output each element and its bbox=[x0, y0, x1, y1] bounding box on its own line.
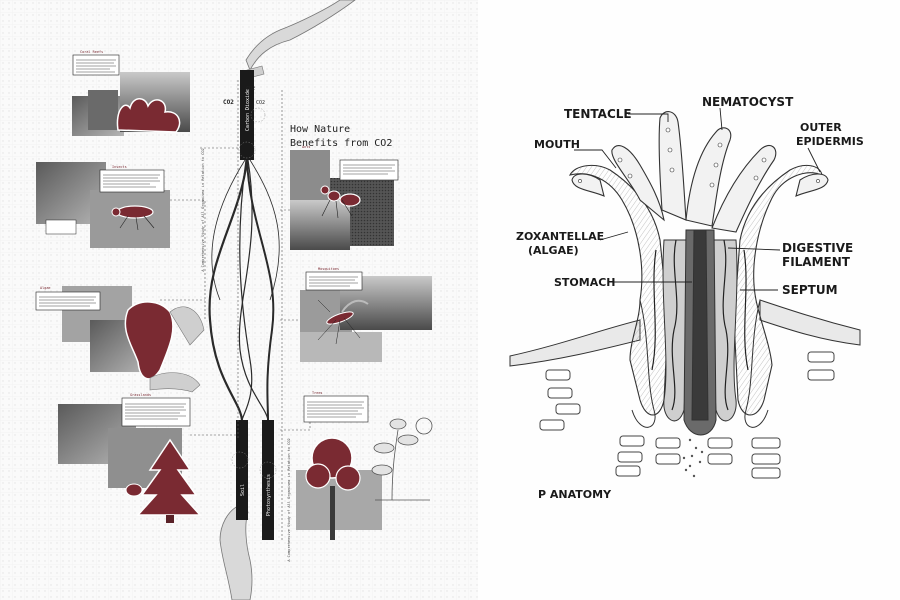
side-caption-top: A Comprehensive Study of All Organisms i… bbox=[201, 148, 205, 271]
nematocyst-dots bbox=[578, 127, 820, 188]
photosynthesis-bar bbox=[262, 420, 274, 540]
hand-with-algae bbox=[169, 306, 205, 346]
ant-legs bbox=[321, 199, 353, 219]
poster-title-line2: Benefits from CO2 bbox=[290, 138, 392, 149]
top-hand-illustration bbox=[245, 0, 356, 71]
mosquito-wing bbox=[341, 299, 369, 313]
shrub-cutout bbox=[125, 483, 143, 497]
tree-canopy-cutout bbox=[335, 465, 361, 491]
tentacle bbox=[658, 111, 687, 221]
panel-trees: Trees bbox=[296, 391, 433, 540]
tentacle bbox=[685, 127, 732, 227]
mosquito-legs bbox=[317, 299, 361, 345]
panel-insects: Insects bbox=[36, 162, 170, 248]
panel-tag: Algae bbox=[40, 286, 51, 290]
carbon-dioxide-bar bbox=[240, 70, 254, 160]
speech-bubble bbox=[35, 291, 101, 311]
panel-mosquitoes: Mosquitoes bbox=[300, 267, 432, 362]
sediment-dots bbox=[682, 438, 704, 478]
panel-tag: Trees bbox=[312, 391, 323, 395]
speech-bubble bbox=[339, 159, 399, 181]
sketch-labels: TENTACLE NEMATOCYST MOUTH OUTER EPIDERMI… bbox=[516, 95, 864, 501]
right-sketch: TENTACLE NEMATOCYST MOUTH OUTER EPIDERMI… bbox=[478, 0, 900, 600]
speech-bubble bbox=[305, 271, 363, 291]
body-wall-left bbox=[568, 164, 669, 416]
body-wall-right bbox=[733, 164, 823, 416]
mesenteries bbox=[631, 229, 769, 436]
insect-cutout bbox=[116, 205, 154, 219]
bubble-text-lines bbox=[343, 164, 395, 175]
panel-tag: Grasslands bbox=[130, 393, 151, 397]
bubble-text-lines bbox=[307, 401, 364, 418]
ant-head bbox=[320, 185, 330, 195]
zooxanthellae-label: (ALGAE) bbox=[528, 244, 579, 257]
flow-lines bbox=[208, 159, 280, 421]
coral-cutout bbox=[116, 98, 181, 133]
photo bbox=[90, 190, 170, 248]
tree-canopy-cutout bbox=[305, 463, 331, 489]
left-poster: Carbon Dioxide Soil Photosynthesis CO2 C… bbox=[0, 0, 478, 600]
nematocyst-label: NEMATOCYST bbox=[702, 95, 794, 109]
anatomy-label: P ANATOMY bbox=[538, 488, 612, 501]
pine-trunk bbox=[166, 515, 174, 523]
bubble-text-lines bbox=[125, 403, 186, 420]
panel-tag: Insects bbox=[112, 165, 127, 169]
panel-ants: Ants bbox=[290, 145, 399, 250]
caption-box bbox=[45, 219, 77, 235]
plant-line-drawing bbox=[371, 417, 433, 501]
speech-bubble bbox=[121, 397, 191, 427]
photo bbox=[300, 332, 382, 362]
flow-circles bbox=[231, 107, 277, 479]
co2-label: CO2 bbox=[256, 100, 265, 106]
mosquito-cutout bbox=[326, 311, 354, 325]
ant-cutout bbox=[339, 193, 361, 207]
outer-epidermis-label: OUTER bbox=[800, 121, 842, 134]
soil-bar bbox=[236, 420, 248, 520]
tentacle-label: TENTACLE bbox=[564, 107, 632, 121]
panel-tag: Mosquitoes bbox=[318, 267, 339, 271]
co2-label: CO2 bbox=[223, 99, 234, 106]
stomach-label: STOMACH bbox=[554, 276, 616, 289]
zooxanthellae-label: ZOXANTELLAE bbox=[516, 230, 604, 243]
tentacle-right-tip bbox=[795, 173, 829, 197]
rock-blocks bbox=[539, 351, 835, 479]
photosynthesis-label: Photosynthesis bbox=[266, 474, 272, 516]
mouth-label: MOUTH bbox=[534, 138, 580, 151]
panel-tag: Coral Reefs bbox=[80, 50, 103, 54]
label-leader-lines bbox=[574, 107, 821, 291]
co2-label: CO2 bbox=[246, 86, 255, 92]
insect-legs bbox=[119, 215, 155, 231]
panel-algae: Algae bbox=[35, 286, 205, 393]
tentacle bbox=[611, 145, 665, 222]
photo bbox=[290, 200, 350, 250]
ant-thorax bbox=[327, 190, 341, 202]
outer-epidermis-label: EPIDERMIS bbox=[796, 135, 864, 148]
digestive-filament-label: DIGESTIVE bbox=[782, 241, 853, 255]
bubble-text-lines bbox=[309, 276, 358, 287]
carbon-dioxide-label: Carbon Dioxide bbox=[245, 89, 251, 131]
septum-lines bbox=[651, 239, 749, 411]
insect-head bbox=[111, 207, 121, 217]
panel-tag: Ants bbox=[302, 145, 310, 149]
digestive-filament-label: FILAMENT bbox=[782, 255, 851, 269]
speech-bubble bbox=[303, 395, 369, 423]
algae-cutout bbox=[124, 301, 174, 380]
photo bbox=[88, 90, 118, 130]
septum-label: SEPTUM bbox=[782, 283, 838, 297]
poster-title-line1: How Nature bbox=[290, 124, 350, 135]
bubble-text-lines bbox=[76, 59, 116, 73]
tree-trunk bbox=[330, 486, 335, 540]
bubble-text-lines bbox=[39, 296, 96, 307]
side-caption-bottom: A Comprehensive Study of All Organisms i… bbox=[287, 438, 291, 561]
panel-grasslands: Grasslands bbox=[58, 393, 202, 523]
bubble-text-lines bbox=[103, 174, 160, 188]
hand-lower bbox=[149, 372, 201, 393]
tentacle bbox=[711, 145, 777, 233]
soil-label: Soil bbox=[240, 484, 246, 496]
panel-coral-reefs: Coral Reefs bbox=[72, 50, 190, 136]
